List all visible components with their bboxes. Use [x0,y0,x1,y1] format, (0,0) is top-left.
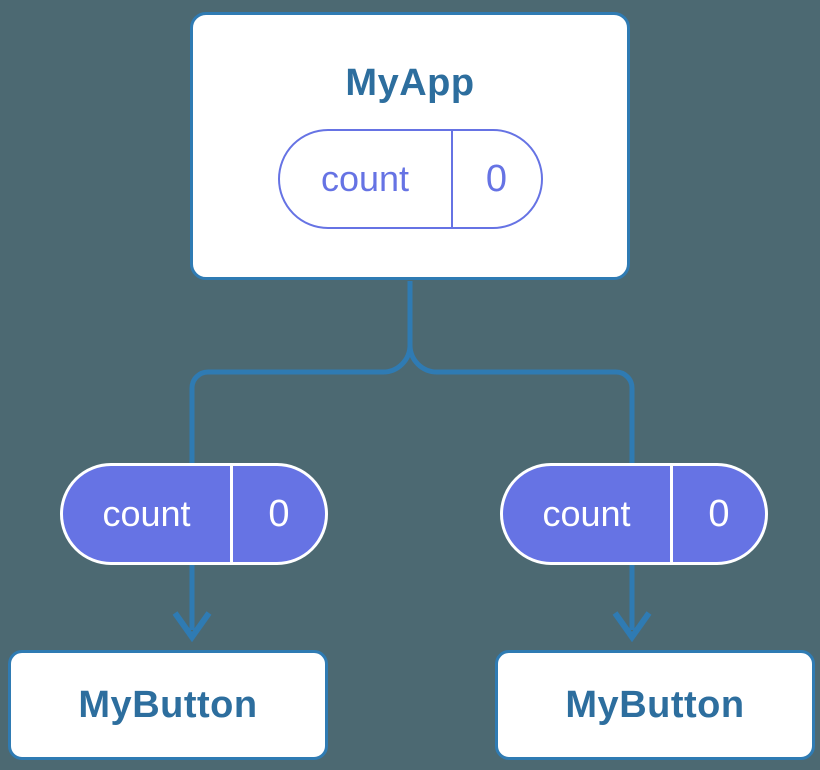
prop-name-label: count [102,493,191,534]
connector-branch-left [189,281,413,630]
state-name-label: count [320,158,410,199]
state-value-label: 0 [450,131,541,227]
state-pill: count 0 [277,129,543,229]
mybutton-component-card-right: MyButton [495,650,815,760]
prop-pill-left: count 0 [60,463,328,565]
mybutton-component-card-left: MyButton [8,650,328,760]
prop-pill-right: count 0 [500,463,768,565]
connector-branch-right [407,281,635,630]
parent-component-title: MyApp [345,62,475,104]
child-component-title: MyButton [78,684,258,726]
child-component-title: MyButton [565,684,745,726]
prop-value-label: 0 [230,466,325,562]
arrowhead-down-left-icon [172,611,212,643]
myapp-component-card: MyApp count 0 [190,12,630,280]
prop-name-label: count [542,493,631,534]
arrowhead-down-right-icon [612,611,652,643]
prop-value-label: 0 [670,466,765,562]
